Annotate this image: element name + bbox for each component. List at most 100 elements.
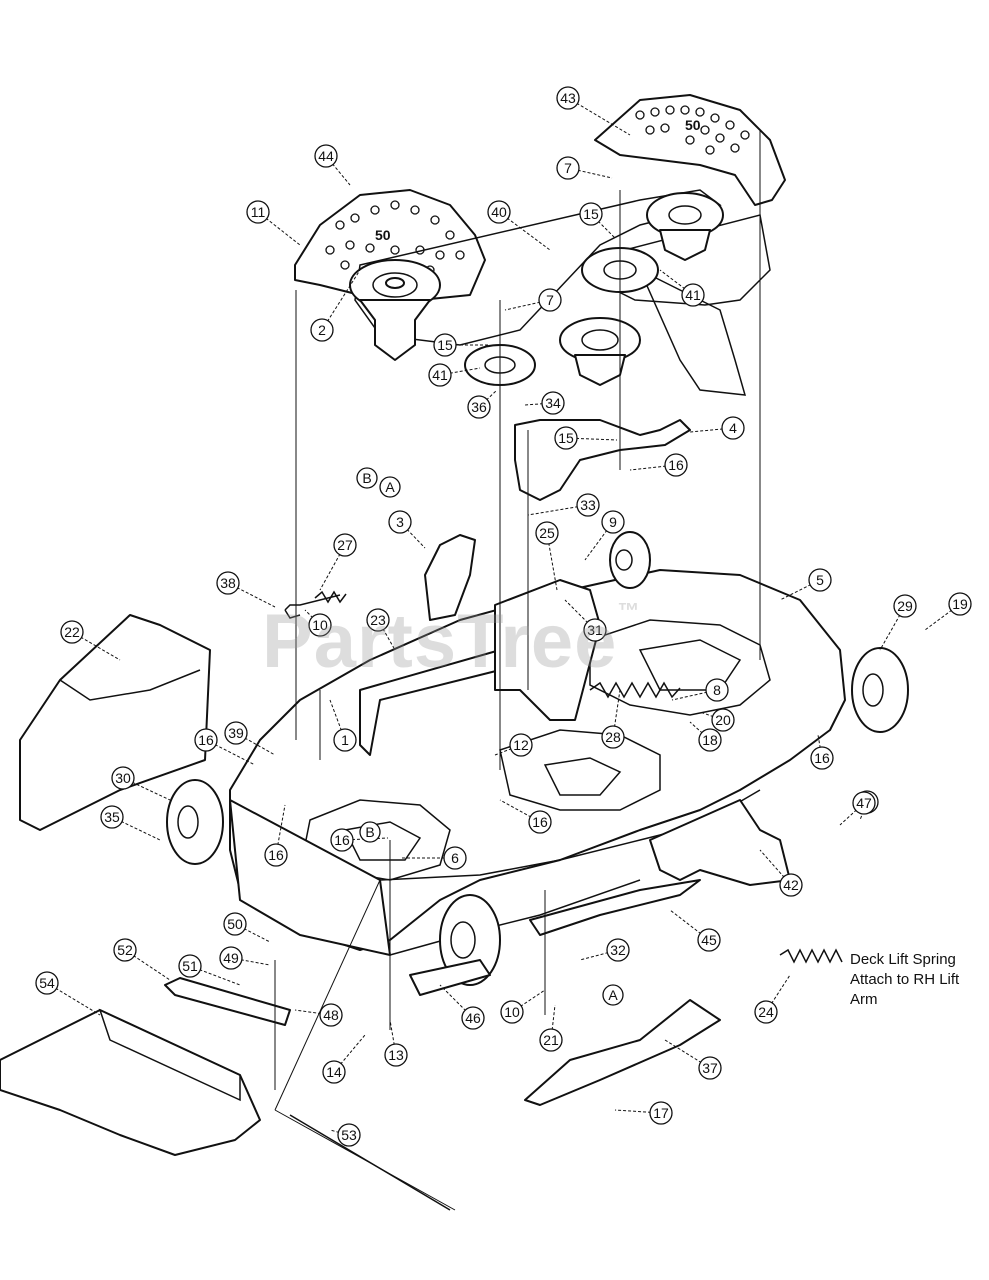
wheel-guard-plate: [409, 959, 491, 996]
callout-circle: [697, 928, 721, 952]
callout-number: 52: [117, 942, 133, 958]
callout-34: 34: [524, 391, 565, 415]
callout-number: 30: [115, 770, 131, 786]
callout-circle: [541, 391, 565, 415]
callout-22: 22: [60, 620, 121, 661]
callout-circle: [384, 1043, 408, 1067]
callout-15: 15: [579, 202, 616, 239]
callout-17: 17: [614, 1101, 673, 1125]
callout-number: 47: [856, 795, 872, 811]
reference-letter: A: [608, 987, 618, 1003]
callout-circle: [264, 843, 288, 867]
callout-number: 24: [758, 1004, 774, 1020]
callout-circle: [308, 613, 332, 637]
callout-number: 16: [668, 457, 684, 473]
callout-number: 44: [318, 148, 334, 164]
callout-number: 14: [326, 1064, 342, 1080]
callout-number: 48: [323, 1007, 339, 1023]
deck-baffle: [529, 879, 701, 936]
callout-54: 54: [35, 971, 101, 1016]
callout-number: 36: [471, 399, 487, 415]
lift-arm: [649, 799, 791, 886]
callout-circle: [223, 912, 247, 936]
callout-circle: [808, 568, 832, 592]
callout-circle: [601, 725, 625, 749]
callout-number: 5: [816, 572, 824, 588]
callout-leader: [227, 582, 276, 608]
callout-leader: [124, 949, 171, 981]
callout-circle: [443, 846, 467, 870]
deck-spring: [589, 681, 681, 699]
callout-8: 8: [671, 678, 729, 702]
callout-circle: [576, 493, 600, 517]
callout-number: 13: [388, 1047, 404, 1063]
callout-number: 6: [451, 850, 459, 866]
callout-leader: [478, 389, 498, 408]
callout-number: 41: [432, 367, 448, 383]
callout-number: 8: [713, 682, 721, 698]
callout-number: 23: [370, 612, 386, 628]
front-gauge-wheel: [439, 894, 501, 986]
callout-leader: [333, 1034, 366, 1073]
callout-circle: [500, 1000, 524, 1024]
callout-number: 12: [513, 737, 529, 753]
callout-circle: [705, 678, 729, 702]
callout-circle: [322, 1060, 346, 1084]
discharge-deflector: [0, 1009, 261, 1156]
callout-33: 33: [527, 493, 600, 517]
callout-circle: [219, 946, 243, 970]
callout-11: 11: [246, 200, 301, 246]
callout-53: 53: [329, 1123, 361, 1147]
callout-number: 22: [64, 624, 80, 640]
callout-15: 15: [433, 333, 490, 357]
callout-number: 1: [341, 732, 349, 748]
callout-41: 41: [428, 363, 481, 387]
callout-circle: [461, 1006, 485, 1030]
callout-circle: [528, 810, 552, 834]
callout-circle: [314, 144, 338, 168]
callout-leader: [189, 965, 241, 986]
callout-number: 3: [396, 514, 404, 530]
callout-leader: [565, 437, 618, 441]
callout-number: 37: [702, 1060, 718, 1076]
callout-leader: [329, 1129, 350, 1136]
callout-16: 16: [194, 728, 256, 766]
lh-chute-edge: [59, 669, 201, 701]
callout-9: 9: [584, 510, 625, 561]
callout-circle: [333, 728, 357, 752]
callout-number: 11: [251, 204, 266, 220]
callout-7: 7: [504, 288, 562, 312]
callout-15: 15: [554, 426, 618, 450]
callout-2: 2: [310, 269, 361, 342]
callout-48: 48: [294, 1003, 343, 1027]
callout-circle: [433, 333, 457, 357]
rh-gauge-wheel: [851, 647, 909, 733]
callout-16: 16: [810, 734, 834, 770]
lh-gauge-wheel: [166, 779, 224, 865]
callout-number: 7: [564, 160, 572, 176]
deck-hanger-plate: [494, 579, 601, 721]
callout-circle: [579, 202, 603, 226]
callout-circle: [388, 510, 412, 534]
reference-letter-B: B: [356, 467, 378, 489]
callout-leader: [111, 816, 161, 841]
callout-number: 42: [783, 877, 799, 893]
callout-28: 28: [601, 689, 625, 749]
callout-circle: [535, 521, 559, 545]
rear-roller: [609, 531, 651, 589]
callout-circle: [60, 620, 84, 644]
callout-circle: [698, 1056, 722, 1080]
front-bracket: [424, 534, 476, 621]
callout-leader: [879, 605, 906, 651]
callout-circle: [428, 363, 452, 387]
callout-37: 37: [664, 1039, 722, 1080]
callout-circle: [337, 1123, 361, 1147]
callout-leader: [689, 721, 711, 741]
callout-16: 16: [499, 799, 552, 834]
callout-number: 46: [465, 1010, 481, 1026]
callout-leader: [817, 734, 823, 759]
callout-number: 29: [897, 598, 913, 614]
assembly-lines: [274, 130, 761, 1211]
deflector-bracket: [164, 977, 291, 1026]
